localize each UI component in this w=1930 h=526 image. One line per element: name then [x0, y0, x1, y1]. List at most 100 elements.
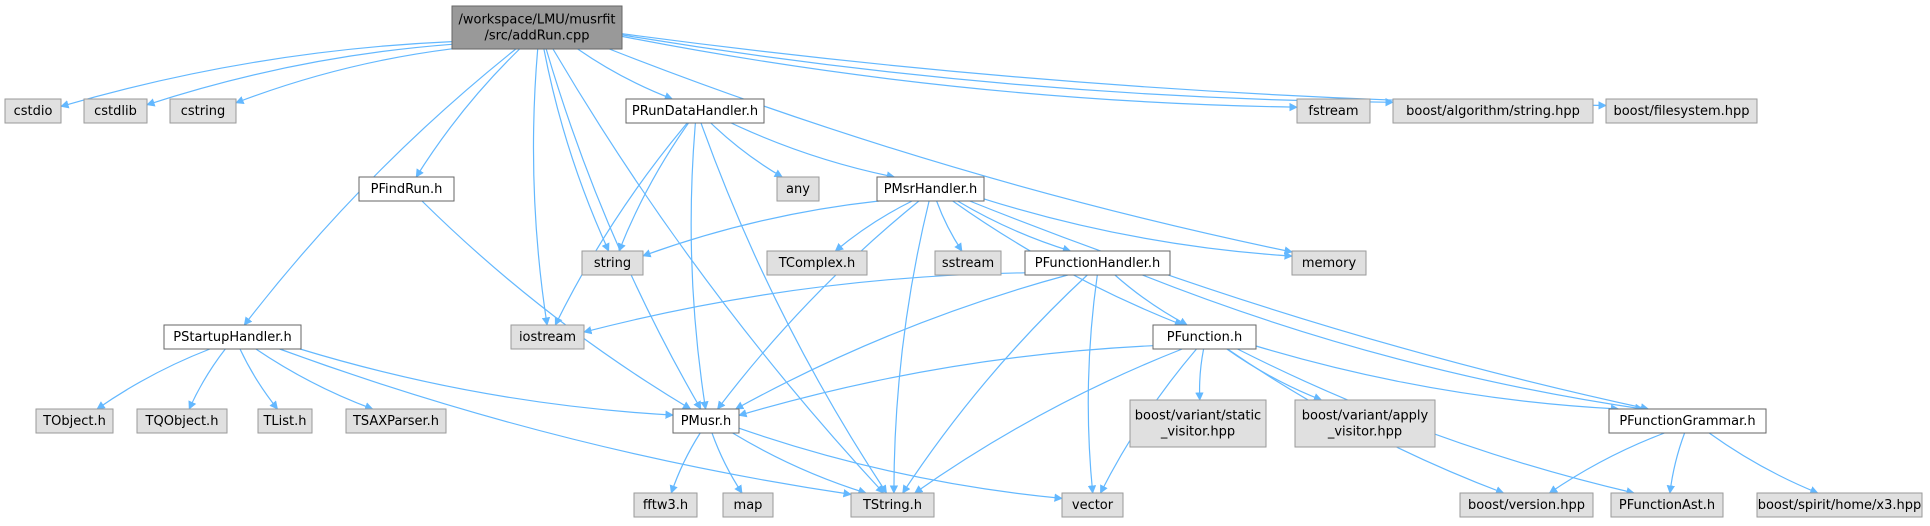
node-box-boostalgo [1392, 98, 1594, 124]
edge-pfunction-to-bstatic [1195, 348, 1205, 401]
node-box-addrun [451, 5, 623, 50]
edge-prundata-to-iostream [554, 122, 688, 326]
edge-addrun-to-pfindrun [415, 48, 521, 178]
node-box-tlist [257, 408, 313, 434]
edge-addrun-to-cstdio [60, 41, 453, 109]
node-box-tqobject [136, 408, 228, 434]
node-box-pfuncast [1610, 492, 1724, 518]
node-sstream: sstream [934, 250, 1002, 276]
node-boostalgo: boost/algorithm/string.hpp [1392, 98, 1594, 124]
node-label-tstring: TString.h [862, 498, 922, 513]
node-box-pmsr [876, 176, 985, 202]
edge-pstartup-to-pmusr [299, 348, 674, 419]
edge-pfindrun-to-pmusr [421, 200, 692, 410]
node-label-bapply-line-2: _visitor.hpp [1327, 425, 1402, 440]
node-label-boostfs: boost/filesystem.hpp [1613, 104, 1749, 119]
node-label-pmsr: PMsrHandler.h [884, 182, 978, 197]
edge-pfunchandler-to-iostream [583, 272, 1026, 335]
node-label-cstdio: cstdio [14, 104, 53, 119]
node-label-pfuncgrammar: PFunctionGrammar.h [1619, 414, 1755, 429]
node-box-tcomplex [766, 250, 868, 276]
edge-prundata-to-string [617, 122, 689, 252]
edge-prundata-to-tstring [700, 122, 888, 494]
edge-pmsr-to-memory [983, 198, 1293, 260]
edge-pfunchandler-to-tstring [902, 274, 1088, 494]
node-label-memory: memory [1302, 256, 1357, 271]
edge-pmusr-to-tstring [732, 432, 867, 495]
node-pstartup[interactable]: PStartupHandler.h [163, 324, 302, 350]
edge-pstartup-to-tlist [239, 348, 279, 410]
node-label-fstream: fstream [1308, 104, 1358, 119]
node-box-string [581, 250, 644, 276]
node-label-iostream: iostream [519, 330, 576, 345]
edge-addrun-to-pmusr [545, 48, 702, 410]
node-tcomplex: TComplex.h [766, 250, 868, 276]
edge-addrun-to-memory [609, 48, 1293, 255]
node-box-map [722, 492, 774, 518]
edge-addrun-to-cstdlib [146, 43, 453, 107]
node-pfindrun[interactable]: PFindRun.h [358, 176, 455, 202]
edge-pmsr-to-tstring [889, 200, 930, 494]
node-label-tcomplex: TComplex.h [778, 256, 856, 271]
node-pfunchandler[interactable]: PFunctionHandler.h [1024, 250, 1171, 276]
node-label-bstatic-line-1: boost/variant/static [1135, 409, 1261, 424]
edge-addrun-to-cstring [235, 48, 453, 105]
node-pmusr[interactable]: PMusr.h [672, 408, 740, 434]
node-pmsr[interactable]: PMsrHandler.h [876, 176, 985, 202]
node-box-pmusr [672, 408, 740, 434]
node-memory: memory [1291, 250, 1367, 276]
node-box-pfuncgrammar [1608, 408, 1767, 434]
node-box-pfindrun [358, 176, 455, 202]
node-prundata[interactable]: PRunDataHandler.h [625, 98, 765, 124]
edge-pmsr-to-pmusr [717, 200, 920, 410]
node-fstream: fstream [1296, 98, 1371, 124]
edge-pstartup-to-tobject [96, 348, 211, 410]
node-label-bstatic-line-2: _visitor.hpp [1160, 425, 1235, 440]
node-label-addrun-line-1: /workspace/LMU/musrfit [458, 13, 615, 28]
edge-pmsr-to-string [642, 200, 879, 258]
node-label-string: string [594, 256, 631, 271]
edge-pfunction-to-tstring [914, 348, 1183, 494]
node-box-prundata [625, 98, 765, 124]
node-box-cstdlib [83, 98, 148, 124]
node-pfunction[interactable]: PFunction.h [1152, 324, 1257, 350]
edge-pmusr-to-fftw3 [669, 432, 701, 494]
node-label-pfuncast: PFunctionAst.h [1619, 498, 1715, 513]
node-label-tsaxparser: TSAXParser.h [352, 414, 439, 429]
node-label-tqobject: TQObject.h [145, 414, 219, 429]
edge-addrun-to-prundata [577, 48, 674, 101]
node-box-tsaxparser [345, 408, 447, 434]
node-pfuncgrammar[interactable]: PFunctionGrammar.h [1608, 408, 1767, 434]
node-label-prundata: PRunDataHandler.h [632, 104, 758, 119]
node-bapply: boost/variant/apply_visitor.hpp [1294, 399, 1436, 448]
edge-pmsr-to-pfunchandler [957, 200, 1072, 253]
edge-pfunction-to-pmusr [738, 345, 1154, 418]
node-box-iostream [510, 324, 585, 350]
edge-addrun-to-fstream [621, 35, 1298, 112]
node-label-cstdlib: cstdlib [94, 104, 137, 119]
node-cstdlib: cstdlib [83, 98, 148, 124]
node-box-sstream [934, 250, 1002, 276]
node-tsaxparser: TSAXParser.h [345, 408, 447, 434]
edge-addrun-to-boostalgo [621, 34, 1394, 107]
node-addrun[interactable]: /workspace/LMU/musrfit/src/addRun.cpp [451, 5, 623, 50]
node-string: string [581, 250, 644, 276]
node-label-tobject: TObject.h [42, 414, 106, 429]
node-layer: /workspace/LMU/musrfit/src/addRun.cpp cst… [4, 5, 1923, 518]
node-box-pfunchandler [1024, 250, 1171, 276]
node-label-pfindrun: PFindRun.h [371, 182, 443, 197]
node-tqobject: TQObject.h [136, 408, 228, 434]
node-bspirit: boost/spirit/home/x3.hpp [1756, 492, 1923, 518]
node-tlist: TList.h [257, 408, 313, 434]
node-vector: vector [1061, 492, 1124, 518]
node-label-any: any [786, 182, 810, 197]
node-label-bversion: boost/version.hpp [1468, 498, 1585, 513]
edge-pfuncgrammar-to-bspirit [1708, 432, 1819, 495]
node-label-fftw3: fftw3.h [643, 498, 688, 513]
node-label-bspirit: boost/spirit/home/x3.hpp [1758, 498, 1922, 513]
node-box-cstring [169, 98, 237, 124]
node-label-pmusr: PMusr.h [681, 414, 732, 429]
node-box-bapply [1294, 399, 1436, 448]
edge-addrun-to-tstring [552, 48, 885, 494]
